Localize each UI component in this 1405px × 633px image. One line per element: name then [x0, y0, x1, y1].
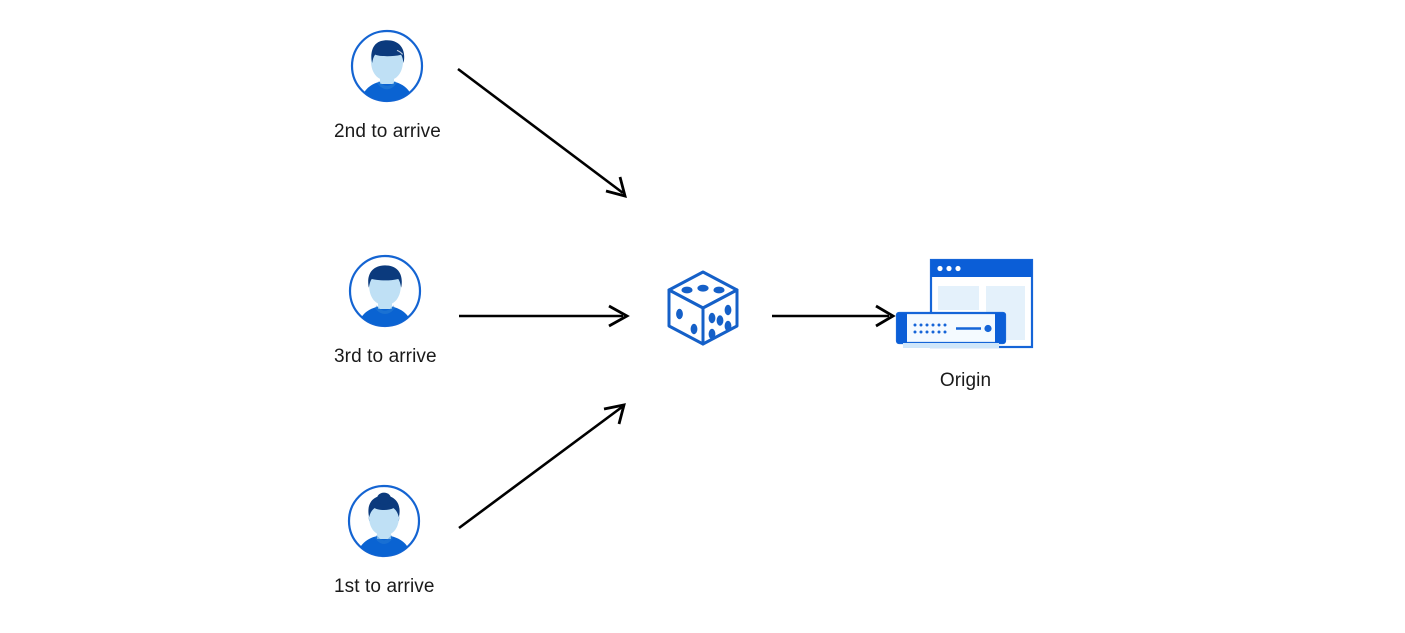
router-dice-node [657, 262, 749, 354]
user-avatar-icon [351, 29, 424, 103]
arrow-client-1st-to-dice [458, 403, 626, 530]
client-node-2nd-to-arrive: 2nd to arrive [334, 28, 441, 144]
client-label: 3rd to arrive [334, 346, 437, 367]
origin-label: Origin [939, 370, 992, 391]
arrow-client-3rd-to-dice [459, 304, 630, 328]
client-label: 1st to arrive [334, 576, 435, 597]
server-icon [895, 311, 1007, 348]
client-node-3rd-to-arrive: 3rd to arrive [334, 253, 437, 369]
user-avatar-icon [348, 484, 421, 558]
arrow-client-2nd-to-dice [457, 67, 627, 198]
server-and-browser-icon [895, 258, 1034, 349]
client-label: 2nd to arrive [334, 121, 441, 142]
arrow-dice-to-origin [772, 304, 896, 328]
origin-node: Origin [893, 255, 1038, 393]
dice-icon [667, 270, 739, 346]
user-avatar-icon [349, 254, 422, 328]
client-node-1st-to-arrive: 1st to arrive [334, 483, 435, 599]
